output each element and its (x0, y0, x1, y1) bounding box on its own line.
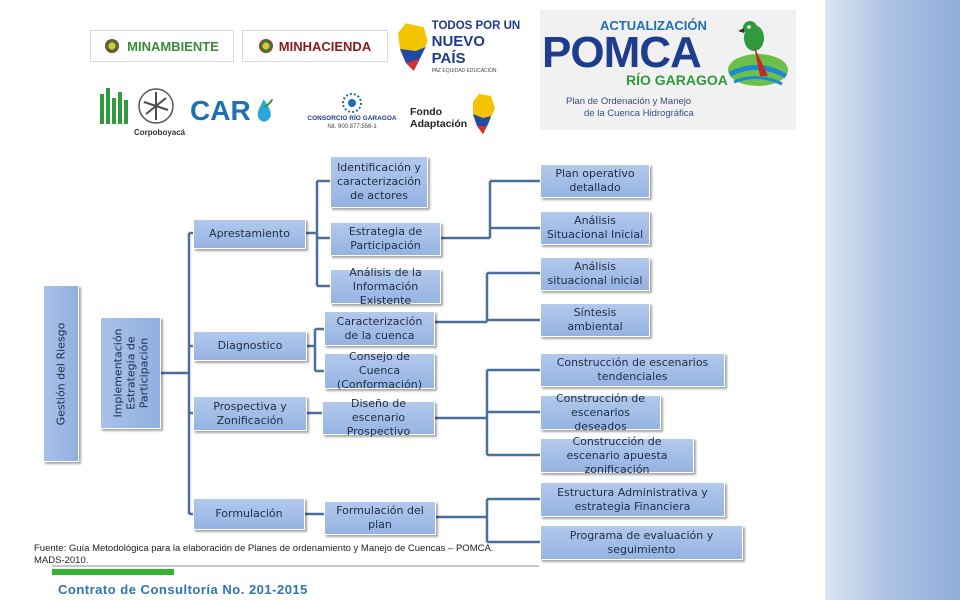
node-gestion-riesgo-label: Gestión del Riesgo (54, 322, 68, 425)
todos-text: TODOS POR UN (431, 19, 521, 32)
pomca-top-text: ACTUALIZACIÓN (600, 18, 707, 33)
node-diagnostico: Diagnostico (193, 331, 307, 361)
node-formulacion-plan: Formulación del plan (324, 501, 436, 535)
corpoboyaca-bars-icon (100, 88, 128, 124)
node-estrategia-participacion: Estrategia de Participación (330, 222, 441, 256)
pomca-river-text: RÍO GARAGOA (626, 72, 728, 88)
logo-pomca: ACTUALIZACIÓN POMCA RÍO GARAGOA Plan de … (540, 10, 796, 130)
connector-plan-leaves (436, 497, 540, 544)
consorcio-nit: Nit. 900.877.556-1 (327, 123, 377, 130)
node-diseno-escenario: Diseño de escenario Prospectivo (322, 397, 435, 438)
logo-car: CAR (190, 88, 274, 134)
todos-tagline: PAZ EQUIDAD EDUCACIÓN (431, 67, 497, 74)
fondo-text: Fondo (410, 106, 443, 118)
node-consejo-cuenca: Consejo de Cuenca (Conformación) (324, 350, 435, 391)
pomca-sub2: de la Cuenca Hidrográfica (584, 108, 694, 119)
frailejon-plant-icon (138, 88, 174, 124)
node-plan-operativo: Plan operativo detallado (540, 164, 650, 198)
corpoboyaca-text: Corpoboyacá (134, 128, 186, 137)
node-analisis-situacional-inicial: Análisis Situacional Inicial (540, 211, 650, 245)
connector-diseno-leaves (435, 368, 540, 457)
logo-minhacienda: MINHACIENDA (242, 30, 388, 62)
node-escenarios-deseados: Construcción de escenarios deseados (540, 392, 661, 433)
contract-number: Contrato de Consultoría No. 201-2015 (58, 582, 308, 597)
connector-aprestamiento-subs (306, 179, 330, 288)
pomca-sub1: Plan de Ordenación y Manejo (566, 96, 692, 107)
minhacienda-text: MINHACIENDA (278, 38, 372, 54)
minambiente-text: MINAMBIENTE (127, 38, 219, 54)
pomca-title: POMCA (542, 28, 702, 77)
logo-todos-por-un-nuevo-pais: TODOS POR UN NUEVO PAÍS PAZ EQUIDAD EDUC… (396, 18, 522, 76)
colombia-shield-icon (105, 39, 120, 53)
connector-caracterizacion-leaves (435, 271, 540, 324)
water-drop-icon (257, 98, 273, 122)
node-caracterizacion-cuenca: Caracterización de la cuenca (324, 311, 435, 346)
right-decorative-panel (825, 0, 960, 600)
node-prospectiva: Prospectiva y Zonificación (193, 396, 307, 431)
node-analisis-informacion: Análisis de la Información Existente (330, 266, 441, 307)
node-escenario-apuesta: Construcción de escenario apuesta zonifi… (540, 435, 694, 476)
node-programa-evaluacion: Programa de evaluación y seguimiento (540, 525, 743, 560)
adaptacion-text: Adaptación (410, 118, 468, 130)
colombia-map-icon (397, 23, 428, 71)
node-formulacion: Formulación (193, 498, 305, 530)
consorcio-text: CONSORCIO RÍO GARAGOA (307, 114, 397, 122)
nuevo-pais-text: NUEVO PAÍS (431, 32, 485, 67)
node-escenarios-tendenciales: Construcción de escenarios tendenciales (540, 353, 725, 387)
node-implementacion-label: Implementación Estrategia de Participaci… (111, 328, 150, 418)
colombia-shield-icon (258, 39, 273, 53)
car-text: CAR (190, 95, 251, 126)
colombia-map-flag-icon (473, 94, 496, 134)
connector-diagnostico-subs (307, 327, 324, 373)
logo-fondo-adaptacion: Fondo Adaptación (410, 92, 504, 140)
node-identificacion-actores: Identificación y caracterización de acto… (330, 156, 428, 208)
node-sintesis-ambiental: Síntesis ambiental (540, 303, 650, 337)
logo-corpoboyaca: Corpoboyacá (98, 84, 186, 140)
node-aprestamiento: Aprestamiento (193, 219, 306, 249)
node-gestion-riesgo: Gestión del Riesgo (43, 285, 79, 462)
node-estructura-administrativa: Estructura Administrativa y estrategia F… (540, 482, 725, 517)
node-analisis-situacional-inicial-2: Análisis situacional inicial (540, 257, 650, 291)
footer-divider (52, 565, 539, 567)
footer-green-bar (52, 569, 174, 575)
source-citation: Fuente: Guía Metodológica para la elabor… (34, 543, 494, 566)
connector-estrategia-leaves (441, 179, 540, 240)
consorcio-dots-icon (342, 92, 362, 113)
parrot-river-icon (728, 21, 788, 86)
logo-minambiente: MINAMBIENTE (90, 30, 234, 62)
logo-consorcio: CONSORCIO RÍO GARAGOA Nit. 900.877.556-1 (300, 88, 404, 134)
node-implementacion-estrategia: Implementación Estrategia de Participaci… (100, 317, 161, 429)
